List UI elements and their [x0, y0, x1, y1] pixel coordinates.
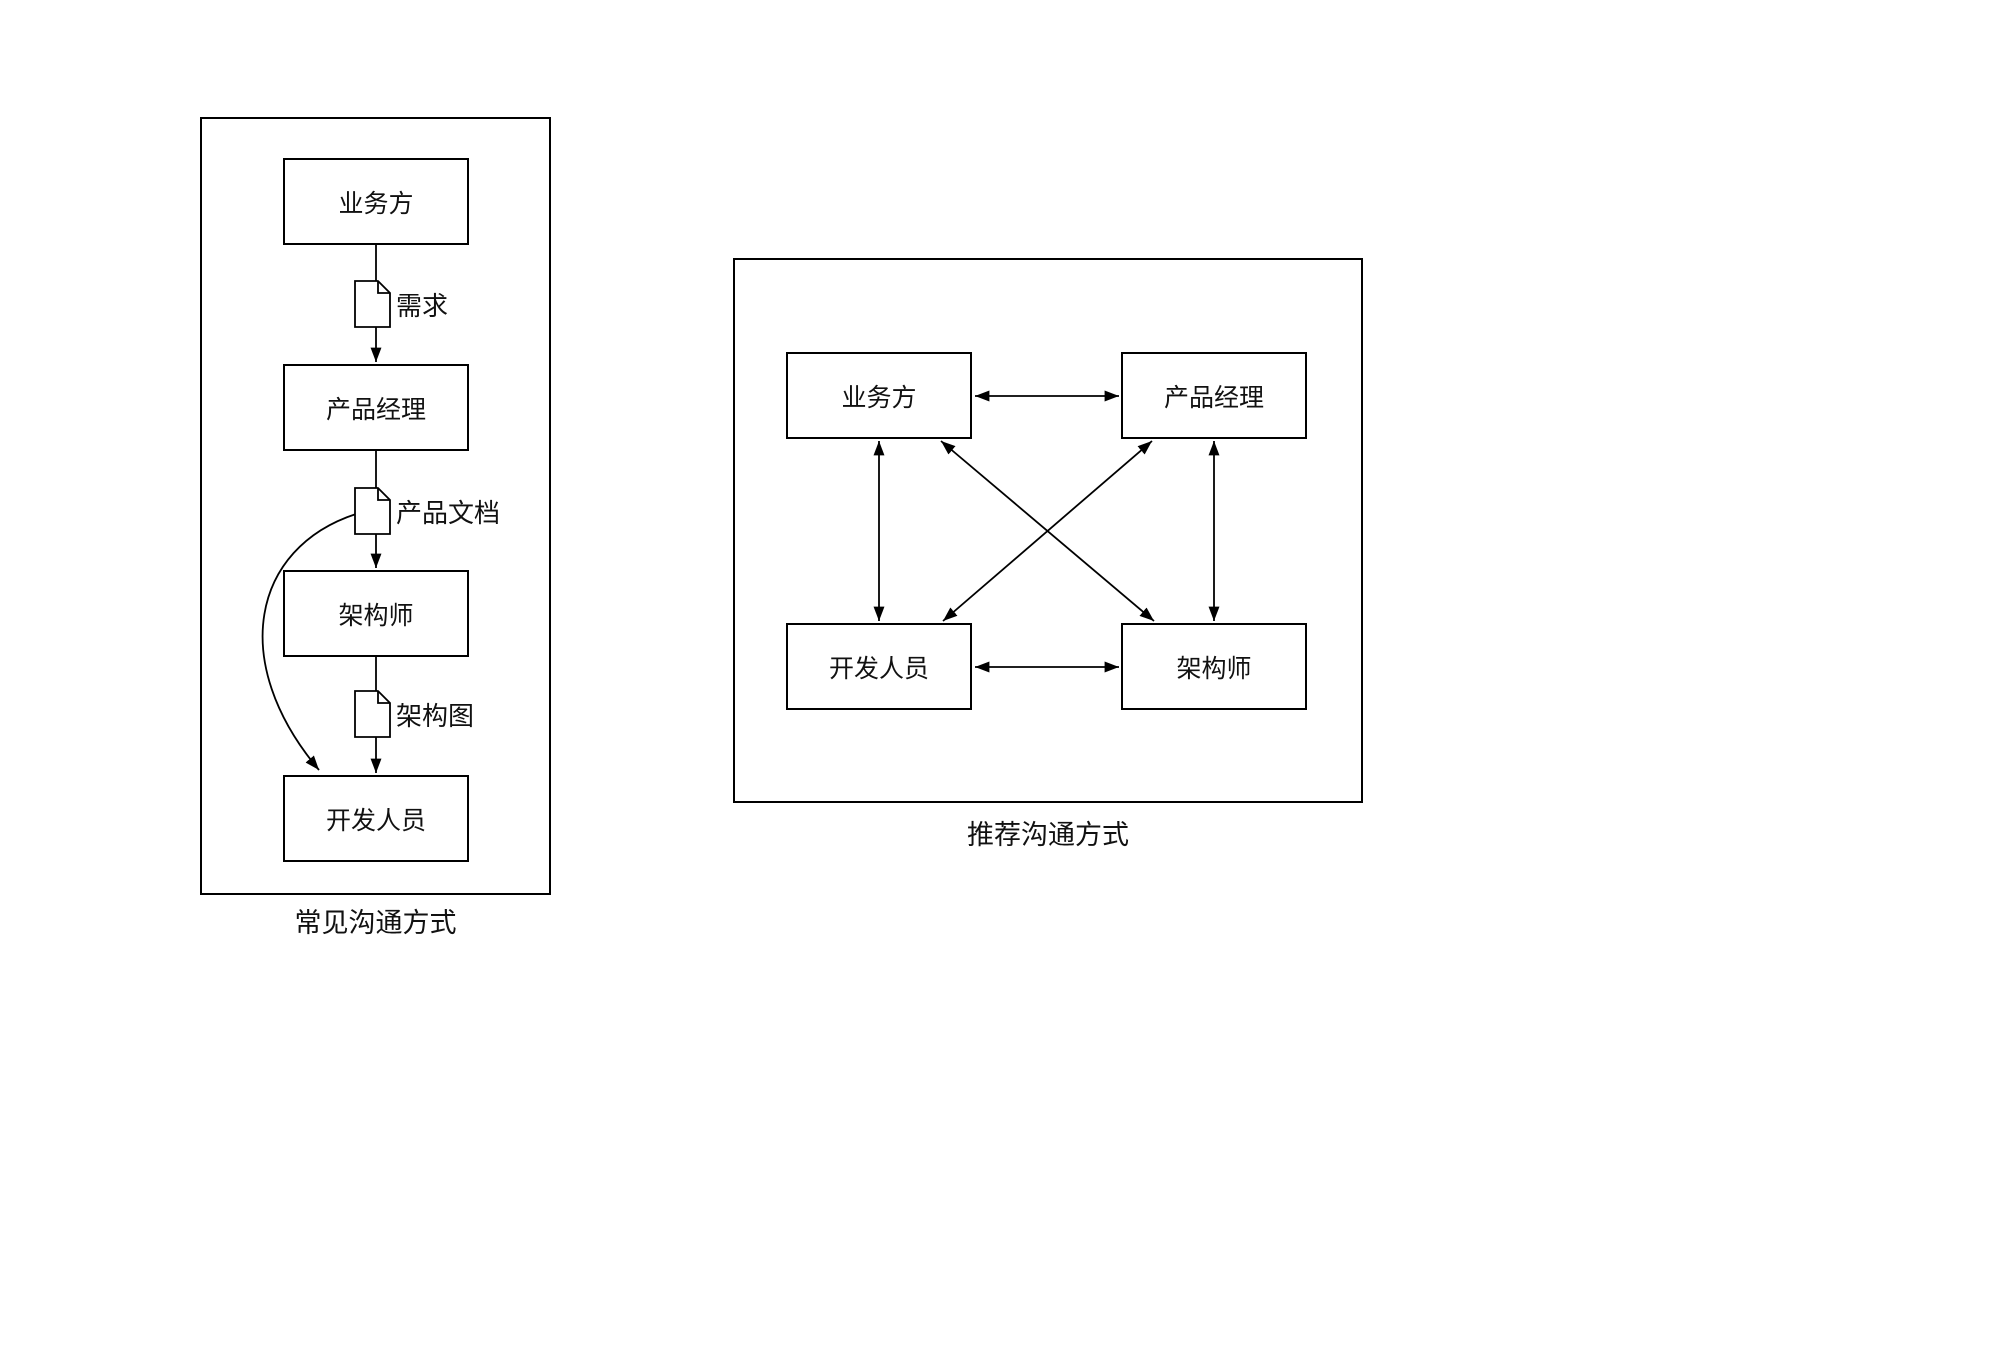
left-box-product-manager: 产品经理 [283, 364, 469, 451]
right-box-architect: 架构师 [1121, 623, 1307, 710]
right-box-product-manager: 产品经理 [1121, 352, 1307, 439]
document-icon-product-doc [354, 487, 391, 535]
right-box-business-label: 业务方 [841, 383, 917, 412]
document-icon-fold [377, 488, 390, 501]
left-panel-frame [200, 117, 551, 895]
left-box-product-manager-label: 产品经理 [325, 395, 426, 424]
right-box-developer-label: 开发人员 [828, 654, 929, 683]
right-panel-frame [733, 258, 1363, 803]
left-box-architect-label: 架构师 [338, 601, 414, 630]
document-icon-architecture-diagram [354, 690, 391, 738]
document-icon-requirement [354, 280, 391, 328]
left-panel-caption: 常见沟通方式 [294, 908, 457, 938]
document-icon-fold [377, 691, 390, 704]
left-box-business: 业务方 [283, 158, 469, 245]
left-box-architect: 架构师 [283, 570, 469, 657]
right-box-developer: 开发人员 [786, 623, 972, 710]
right-panel-caption: 推荐沟通方式 [967, 820, 1129, 850]
arrow-productdoc-to-developer-bypass [261, 513, 357, 771]
document-label-architecture-diagram: 架构图 [396, 700, 475, 731]
left-box-developer: 开发人员 [283, 775, 469, 862]
document-label-product-doc: 产品文档 [396, 497, 501, 528]
document-label-requirement: 需求 [396, 290, 449, 321]
left-box-developer-label: 开发人员 [325, 806, 426, 835]
right-box-product-manager-label: 产品经理 [1163, 383, 1264, 412]
document-icon-fold [377, 281, 390, 294]
arrow-pm-developer-diagonal [942, 440, 1153, 622]
left-box-business-label: 业务方 [338, 189, 414, 218]
right-box-business: 业务方 [786, 352, 972, 439]
right-box-architect-label: 架构师 [1176, 654, 1252, 683]
